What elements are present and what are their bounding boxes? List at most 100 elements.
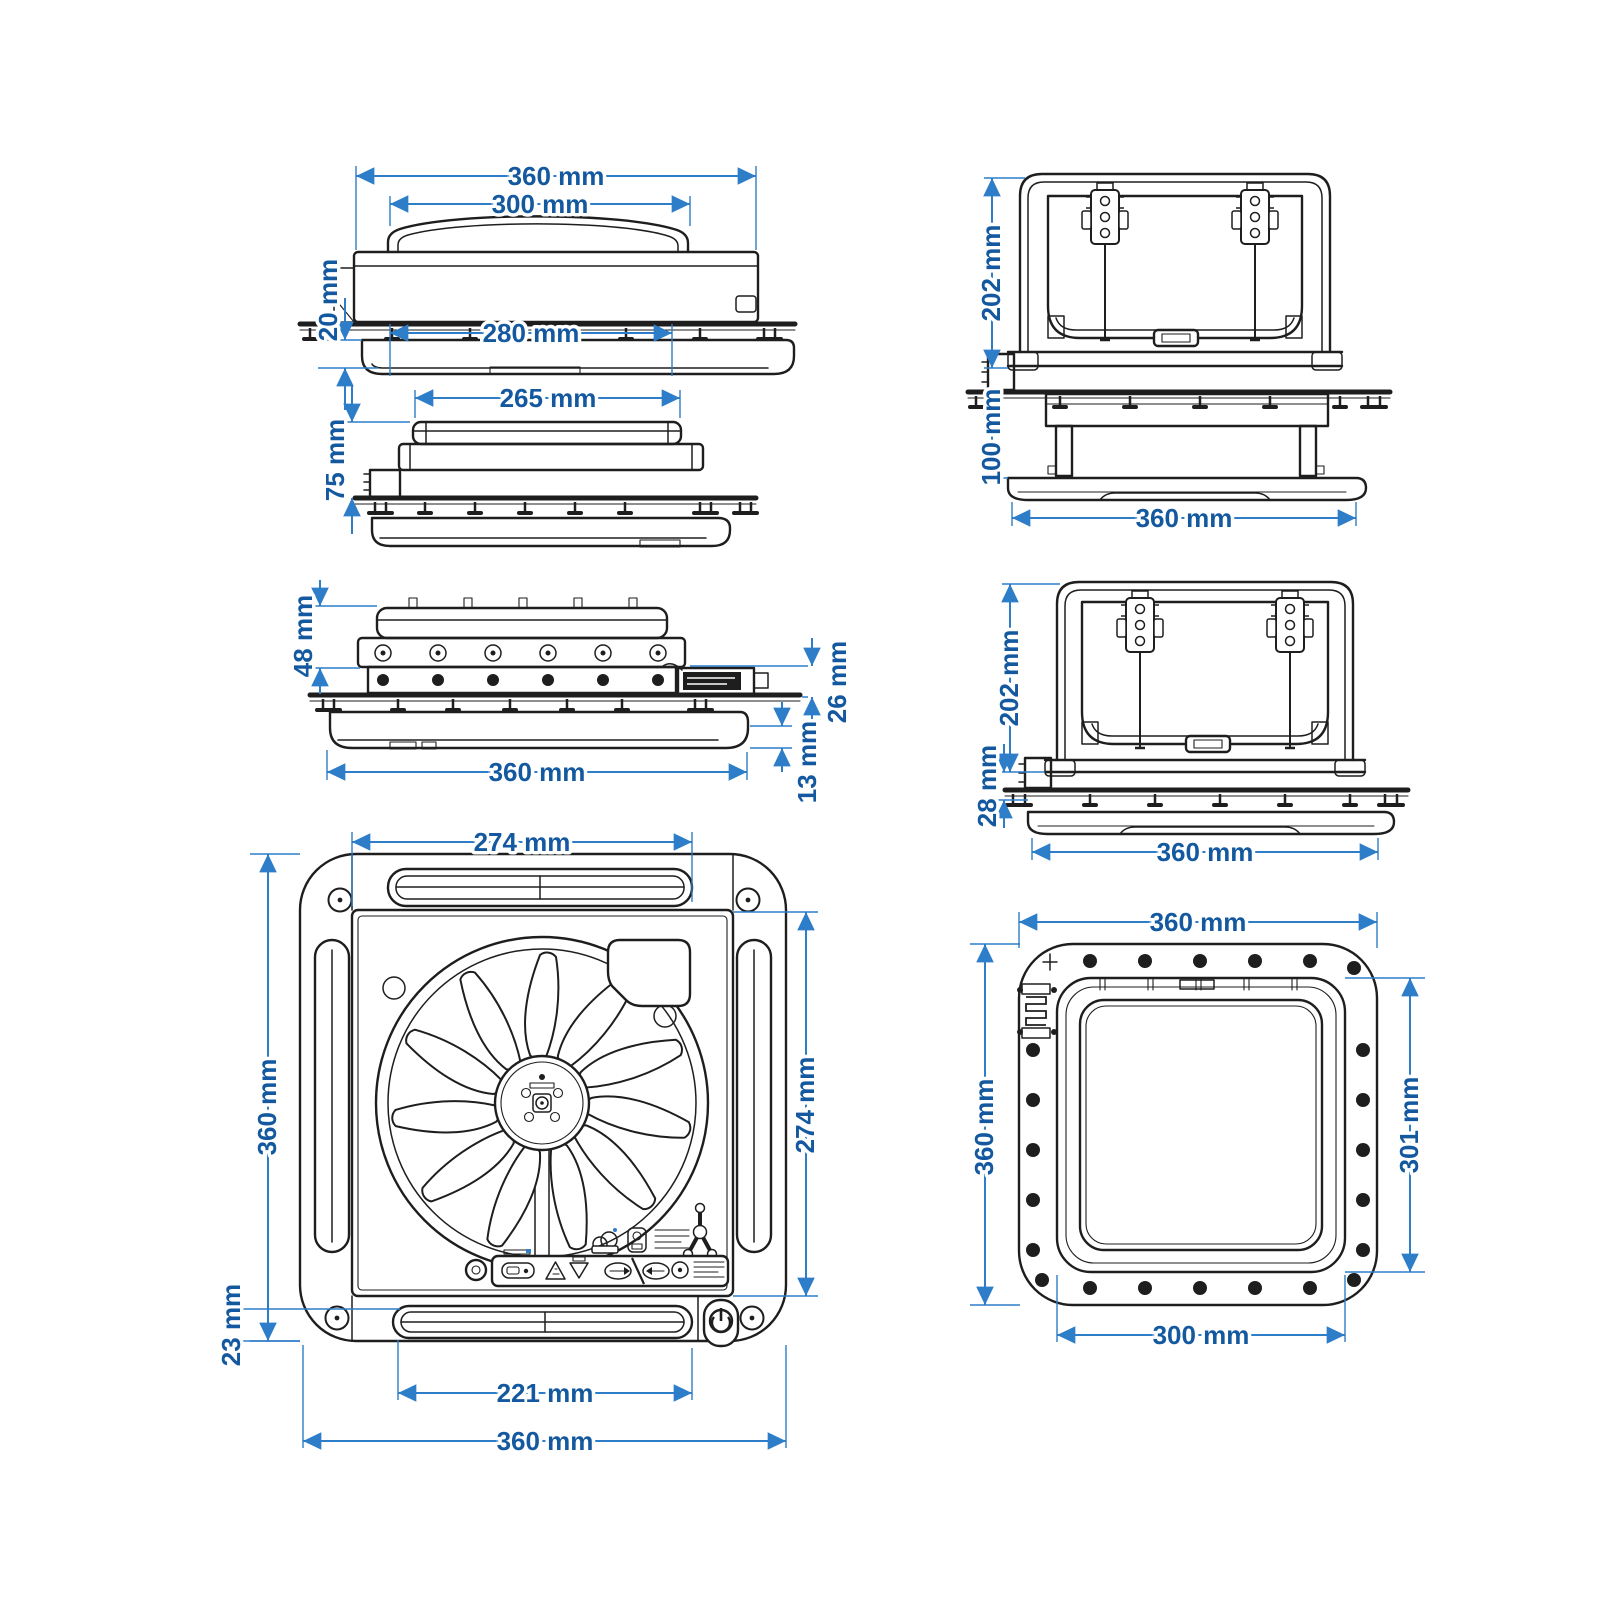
dim-upper-height-48: 48 mm (285, 580, 377, 694)
frame-top-latch (1179, 979, 1215, 990)
fan-outer-frame (298, 852, 788, 1343)
hinge-bracket-left (1080, 181, 1130, 342)
dim-label: 28 mm (972, 745, 1002, 827)
lid-latch-inner (1193, 739, 1223, 749)
open-lid (1055, 580, 1355, 762)
spec-text-block (654, 1229, 690, 1249)
vent-slot-bottom (391, 1304, 694, 1340)
interior-trim (1026, 810, 1396, 836)
dim-label: 360 mm (497, 1426, 594, 1456)
dim-overall-width-360: 360 mm (326, 750, 748, 791)
mode-knob-icon (682, 1202, 718, 1260)
dim-overall-depth-360: 360 mm (249, 853, 300, 1342)
dim-label: 13 mm (792, 721, 822, 803)
view-front-open-thin-roof: 202 mm 28 mm 360 mm (969, 580, 1411, 871)
dim-overall-depth-360: 360 mm (966, 943, 1020, 1306)
dim-lower-vent-width-221: 221 mm (397, 1340, 693, 1412)
dim-label: 274 mm (790, 1057, 820, 1154)
airflow-direction-icons (604, 1257, 670, 1285)
frame-outer (1017, 942, 1379, 1307)
view-side-closed: 360 mm 300 mm 20 mm 280 mm (297, 158, 798, 410)
roof-flange (352, 495, 759, 515)
fan-inner-frame-line (357, 915, 728, 1291)
dim-trim-width-280: 280 mm (389, 315, 673, 376)
dim-lid-width-300: 300 mm (389, 186, 691, 226)
dim-label: 23 mm (216, 1284, 246, 1366)
vent-slot-top (386, 867, 694, 908)
dim-overall-width-360: 360 mm (1018, 904, 1378, 948)
dim-label: 265 mm (500, 383, 597, 413)
dim-label: 360 mm (489, 757, 586, 787)
hinge-bracket-right (1230, 181, 1280, 342)
rain-icon (591, 1228, 619, 1254)
frame-hole (382, 976, 406, 1000)
hinge-bracket-right (1265, 589, 1315, 750)
dim-label: 75 mm (320, 419, 350, 501)
dim-label: 26 mm (822, 641, 852, 723)
roof-flange (307, 692, 803, 712)
dim-overall-width-360: 360 mm (355, 158, 757, 250)
wiring-connector (662, 663, 769, 696)
dim-label: 274 mm (474, 827, 571, 857)
dim-lid-top-width-265: 265 mm (414, 380, 681, 418)
interior-trim-side (328, 710, 750, 750)
vent-lid-side (397, 420, 705, 472)
frame-opening (1078, 998, 1324, 1252)
body-screws (374, 644, 667, 662)
alignment-cross (1042, 953, 1058, 971)
roof-flange (965, 389, 1393, 409)
vent-slot-left (313, 938, 351, 1254)
dim-label: 300 mm (492, 189, 589, 219)
base-frame (1006, 350, 1344, 371)
view-front-open-thick-roof: 202 mm 100 mm 360 mm (965, 172, 1393, 537)
dim-label: 20 mm (313, 259, 343, 341)
dim-overall-width-360: 360 mm (1011, 500, 1357, 537)
dim-upper-vent-width-274: 274 mm (351, 824, 693, 906)
label-plate (606, 938, 692, 1008)
body-rivets (377, 674, 664, 686)
dim-label: 360 mm (1150, 907, 1247, 937)
warning-label-strip (464, 1227, 730, 1288)
dim-trim-height-20: 20 mm (310, 255, 378, 410)
roof-adapter (1044, 392, 1330, 478)
roof-flange (1002, 787, 1411, 807)
dim-opening-depth-301: 301 mm (1345, 977, 1428, 1273)
vent-slot-right (735, 938, 773, 1254)
dim-roof-height-28: 28 mm (969, 741, 1028, 831)
lid-latch (1184, 734, 1232, 754)
dim-label: 360 mm (1157, 837, 1254, 867)
fan-inner-frame (350, 908, 735, 1298)
power-button-icon (702, 1298, 740, 1348)
dim-label: 202 mm (994, 630, 1024, 727)
vent-lid-side (375, 597, 669, 640)
screw-icon (464, 1258, 488, 1282)
vent-body-side (356, 636, 687, 695)
dim-opening-width-300: 300 mm (1056, 1275, 1346, 1354)
dim-label: 100 mm (976, 389, 1006, 486)
dim-overall-width-360: 360 mm (302, 1345, 787, 1460)
dim-inner-frame-depth-274: 274 mm (733, 911, 824, 1297)
fan-hub (493, 1054, 591, 1152)
vent-lid-side (386, 215, 690, 254)
dim-label: 360 mm (969, 1079, 999, 1176)
dim-lid-open-height-202: 202 mm (991, 583, 1060, 773)
view-side-mounted: 48 mm 26 mm 13 mm 360 mm (285, 580, 856, 807)
view-side-low-profile: 265 mm 75 mm (317, 380, 759, 548)
dim-label: 202 mm (976, 225, 1006, 322)
frame-mid (1055, 976, 1347, 1274)
dim-label: 221 mm (497, 1378, 594, 1408)
dim-below-roof-26: 26 mm (690, 637, 856, 727)
vent-body-side (333, 250, 760, 324)
view-bottom-frame: 360 mm 360 mm 301 mm 300 mm (966, 904, 1428, 1354)
open-lid (1018, 172, 1332, 354)
dim-height-75: 75 mm (317, 386, 410, 534)
dim-lid-open-height-202: 202 mm (973, 177, 1025, 369)
cable-entry-spring (1017, 983, 1057, 1039)
side-connector-block (363, 468, 402, 499)
power-spec-icon (671, 1261, 725, 1279)
interior-trim (1006, 476, 1368, 502)
base-frame (1043, 758, 1367, 777)
hinge-bracket-left (1115, 589, 1165, 750)
interior-trim-side (370, 516, 732, 548)
